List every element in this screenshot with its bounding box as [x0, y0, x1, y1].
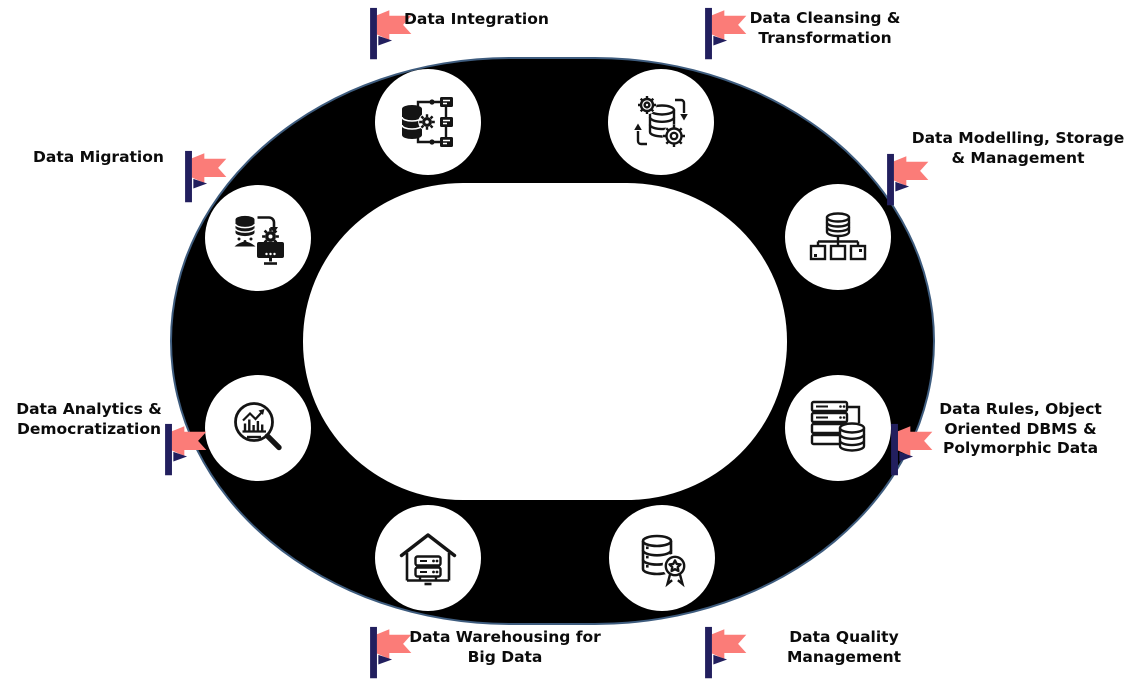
- database-to-computer-icon: [234, 215, 284, 265]
- flag-icon: [185, 150, 227, 203]
- flag-icon: [705, 626, 747, 679]
- node-data-modelling: [785, 184, 891, 290]
- label-data-warehousing: Data Warehousing for Big Data: [409, 628, 601, 666]
- label-data-analytics: Data Analytics & Democratization: [16, 400, 162, 438]
- magnifier-chart-icon: [234, 402, 282, 451]
- node-data-cleansing: [608, 69, 714, 175]
- database-integration-icon: [401, 97, 453, 147]
- label-data-modelling: Data Modelling, Storage & Management: [911, 129, 1125, 167]
- label-data-rules: Data Rules, Object Oriented DBMS & Polym…: [939, 400, 1102, 457]
- database-hierarchy-icon: [809, 212, 867, 261]
- ring-hole: [303, 183, 787, 500]
- flag-icon: [370, 626, 412, 679]
- flag-icon: [370, 7, 412, 60]
- server-stack-database-icon: [810, 400, 866, 452]
- database-award-icon: [641, 534, 688, 588]
- label-data-cleansing: Data Cleansing & Transformation: [749, 9, 901, 47]
- label-data-integration: Data Integration: [404, 10, 549, 28]
- node-data-rules: [785, 375, 891, 481]
- node-data-quality: [609, 505, 715, 611]
- warehouse-server-icon: [399, 533, 457, 586]
- flag-icon: [887, 153, 929, 206]
- gears-database-cycle-icon: [634, 95, 688, 148]
- node-data-integration: [375, 69, 481, 175]
- node-data-analytics: [205, 375, 311, 481]
- flag-icon: [165, 423, 207, 476]
- flag-icon: [705, 7, 747, 60]
- label-data-migration: Data Migration: [33, 148, 164, 166]
- flag-icon: [891, 423, 933, 476]
- node-data-migration: [205, 185, 311, 291]
- node-data-warehousing: [375, 505, 481, 611]
- label-data-quality: Data Quality Management: [786, 628, 902, 666]
